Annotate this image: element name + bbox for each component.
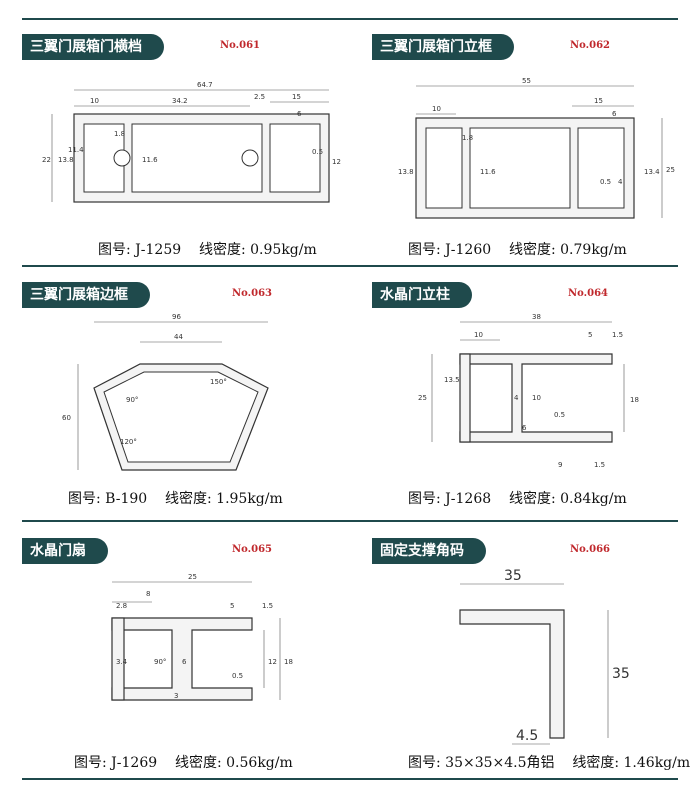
dim-b: 8 [146, 590, 150, 598]
profile-drawing-062: 55 10 15 6 25 13.8 11.6 1.8 13.4 0.5 4 [398, 77, 675, 219]
bottom-rule [22, 778, 678, 780]
divider-1 [22, 265, 678, 267]
profile-drawing-066: 35 35 4.5 [459, 568, 630, 745]
dim-f: 4 [514, 394, 519, 402]
dim-b: 5 [588, 331, 592, 339]
dim-d: 1.5 [262, 602, 273, 610]
panel-title: 水晶门立柱 [372, 282, 472, 308]
dim-j: 9 [558, 461, 562, 469]
panel-062: 三翼门展箱门立框 No.062 55 10 15 6 25 13.8 11.6 … [372, 34, 700, 284]
dim-width: 55 [522, 77, 531, 85]
divider-2 [22, 520, 678, 522]
dim-width: 25 [188, 573, 197, 581]
dim-r: 13.5 [444, 376, 460, 384]
dim-ang2: 90° [126, 396, 138, 404]
dim-k: 0.5 [600, 178, 611, 186]
dim-t: 4.5 [516, 728, 538, 744]
panel-061: 三翼门展箱门横档 No.061 64.7 10 34.2 2.5 15 6 22… [22, 34, 362, 284]
panel-number: No.066 [570, 544, 610, 555]
dim-k: 1.5 [594, 461, 605, 469]
dim-d: 15 [292, 93, 301, 101]
caption-064: 图号: J-1268 线密度: 0.84kg/m [408, 491, 627, 507]
caption-065: 图号: J-1269 线密度: 0.56kg/m [74, 755, 293, 771]
profile-drawing-064: 38 10 5 1.5 25 13.5 18 10 4 6 0.5 9 1.5 [418, 313, 639, 469]
dim-d: 18 [630, 396, 639, 404]
dim-a: 10 [90, 97, 99, 105]
caption-063: 图号: B-190 线密度: 1.95kg/m [68, 491, 283, 507]
panel-title: 三翼门展箱门横档 [22, 34, 164, 60]
panel-title: 水晶门扇 [22, 538, 108, 564]
dim-k: 0.5 [312, 148, 323, 156]
dim-b: 15 [594, 97, 603, 105]
panel-number: No.063 [232, 288, 272, 299]
dim-g: 11.6 [480, 168, 496, 176]
dim-c: 5 [230, 602, 234, 610]
dim-g: 12 [268, 658, 277, 666]
caption-066: 图号: 35×35×4.5角铝 线密度: 1.46kg/m [408, 755, 691, 771]
panel-number: No.062 [570, 40, 610, 51]
dim-l: 4 [618, 178, 623, 186]
dim-a: 10 [432, 105, 441, 113]
dim-i: 1.8 [462, 134, 473, 142]
dim-top: 44 [174, 333, 183, 341]
dim-width: 38 [532, 313, 541, 321]
dim-h: 22 [42, 156, 51, 164]
dim-h: 18 [284, 658, 293, 666]
caption-061: 图号: J-1259 线密度: 0.95kg/m [98, 242, 317, 258]
dim-e: 3.4 [116, 658, 128, 666]
dim-e: 10 [532, 394, 541, 402]
panel-063: 三翼门展箱边框 No.063 96 44 60 150° 90° 120° 图号… [22, 282, 362, 532]
dim-g: 6 [522, 424, 527, 432]
panel-066: 固定支撑角码 No.066 35 35 4.5 图号: 35×35×4.5角铝 … [372, 538, 700, 788]
panel-number: No.061 [220, 40, 260, 51]
panel-title: 三翼门展箱边框 [22, 282, 150, 308]
profile-drawing-061: 64.7 10 34.2 2.5 15 6 22 13.8 11.4 11.6 … [42, 81, 341, 203]
dim-f: 13.8 [398, 168, 414, 176]
dim-j: 3 [174, 692, 178, 700]
dim-ang: 90° [154, 658, 166, 666]
panel-number: No.065 [232, 544, 272, 555]
dim-h: 25 [666, 166, 675, 174]
dim-e: 6 [297, 110, 302, 118]
dim-j: 1.8 [114, 130, 125, 138]
dim-a: 10 [474, 331, 483, 339]
dim-width: 64.7 [197, 81, 213, 89]
dim-i: 11.6 [142, 156, 158, 164]
profile-drawing-063: 96 44 60 150° 90° 120° [62, 313, 269, 471]
dim-width: 96 [172, 313, 181, 321]
panel-number: No.064 [568, 288, 608, 299]
panel-064: 水晶门立柱 No.064 38 10 5 1.5 25 13.5 18 10 4… [372, 282, 700, 532]
dim-i: 0.5 [554, 411, 565, 419]
dim-l: 12 [332, 158, 341, 166]
dim-h: 60 [62, 414, 71, 422]
dim-ang3: 120° [120, 438, 137, 446]
top-rule [22, 18, 678, 20]
dim-ang1: 150° [210, 378, 227, 386]
panel-title: 三翼门展箱门立框 [372, 34, 514, 60]
dim-j: 13.4 [644, 168, 660, 176]
dim-i: 0.5 [232, 672, 243, 680]
dim-h: 35 [612, 666, 630, 682]
dim-c: 6 [612, 110, 617, 118]
profile-drawing-065: 25 2.8 8 5 1.5 3.4 6 12 18 0.5 3 90° [111, 573, 293, 701]
dim-c: 1.5 [612, 331, 623, 339]
dim-g: 11.4 [68, 146, 84, 154]
dim-c: 2.5 [254, 93, 265, 101]
panel-065: 水晶门扇 No.065 25 2.8 8 5 1.5 3.4 6 12 18 0… [22, 538, 362, 788]
dim-w: 35 [504, 568, 522, 584]
dim-b: 34.2 [172, 97, 188, 105]
panel-title: 固定支撑角码 [372, 538, 486, 564]
dim-f: 6 [182, 658, 187, 666]
dim-a: 2.8 [116, 602, 127, 610]
caption-062: 图号: J-1260 线密度: 0.79kg/m [408, 242, 627, 258]
dim-f: 13.8 [58, 156, 74, 164]
dim-h: 25 [418, 394, 427, 402]
